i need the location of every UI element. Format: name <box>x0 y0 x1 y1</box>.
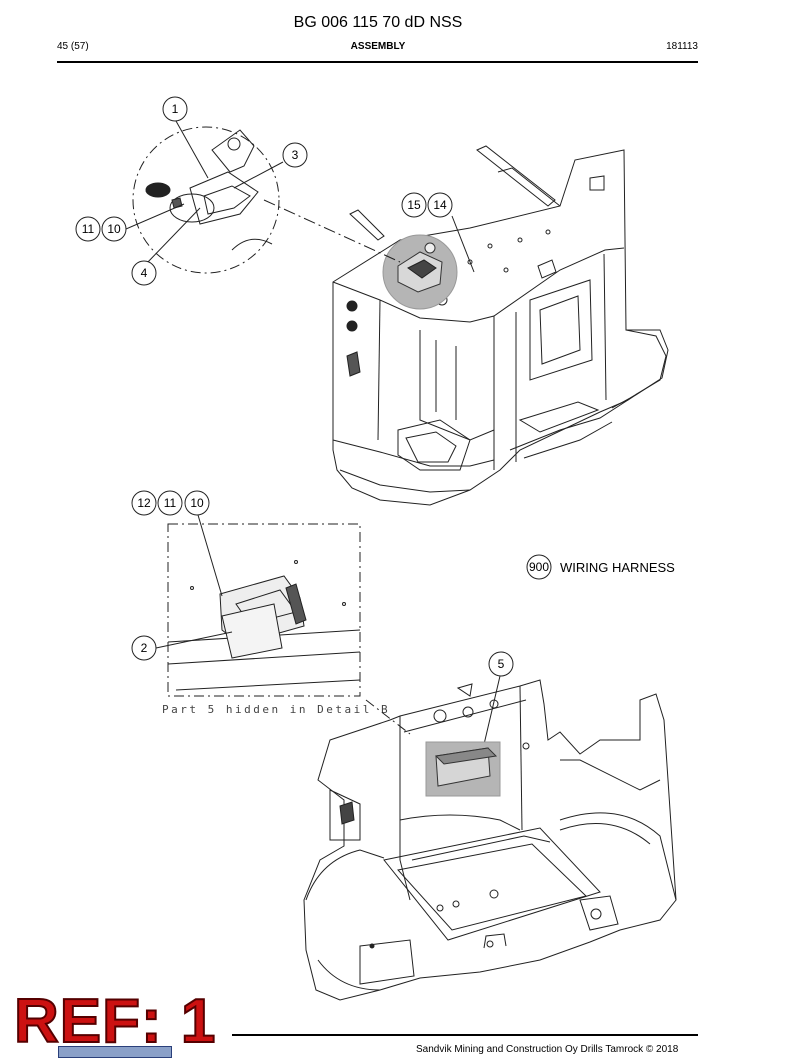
callout-3: 3 <box>292 148 299 162</box>
footer-rule <box>232 1034 698 1036</box>
document-title: BG 006 115 70 dD NSS <box>293 14 463 31</box>
upper-machine-body <box>332 145 669 506</box>
header-rule <box>57 61 698 63</box>
callout-5: 5 <box>498 657 505 671</box>
sandvik-logo <box>58 1046 172 1058</box>
callout-4: 4 <box>141 266 148 280</box>
callout-12: 12 <box>137 496 151 510</box>
callout-labels: 1 3 15 14 11 10 4 12 11 10 2 900 5 <box>82 102 550 671</box>
detail-b-note: Part 5 hidden in Detail B <box>162 703 390 716</box>
callout-11-lower: 11 <box>164 496 177 510</box>
page-number: 45 (57) <box>57 41 89 52</box>
upper-leader-lines <box>125 120 475 273</box>
callout-11-upper: 11 <box>82 222 95 236</box>
callout-900: 900 <box>529 560 549 574</box>
detail-b <box>167 523 361 697</box>
lower-leader-lines <box>155 514 501 771</box>
document-date: 181113 <box>666 41 698 52</box>
detail-a <box>132 126 280 274</box>
callout-10-lower: 10 <box>190 496 204 510</box>
mount-detail-highlight <box>382 234 458 310</box>
wiring-harness-label: WIRING HARNESS <box>560 560 675 575</box>
callout-1: 1 <box>172 102 179 116</box>
callout-2: 2 <box>141 641 148 655</box>
callout-14: 14 <box>433 198 447 212</box>
part-5-highlight <box>425 741 501 797</box>
callout-15: 15 <box>407 198 421 212</box>
detail-a-link-line <box>263 199 401 263</box>
ref-stamp: REF: 1 <box>13 986 217 1057</box>
callout-10-upper: 10 <box>107 222 121 236</box>
section-title: ASSEMBLY <box>350 41 406 52</box>
detail-b-link-line <box>365 699 411 735</box>
footer-copyright: Sandvik Mining and Construction Oy Drill… <box>416 1044 679 1055</box>
lower-machine-body <box>303 679 677 1001</box>
callout-balloons <box>75 96 552 677</box>
